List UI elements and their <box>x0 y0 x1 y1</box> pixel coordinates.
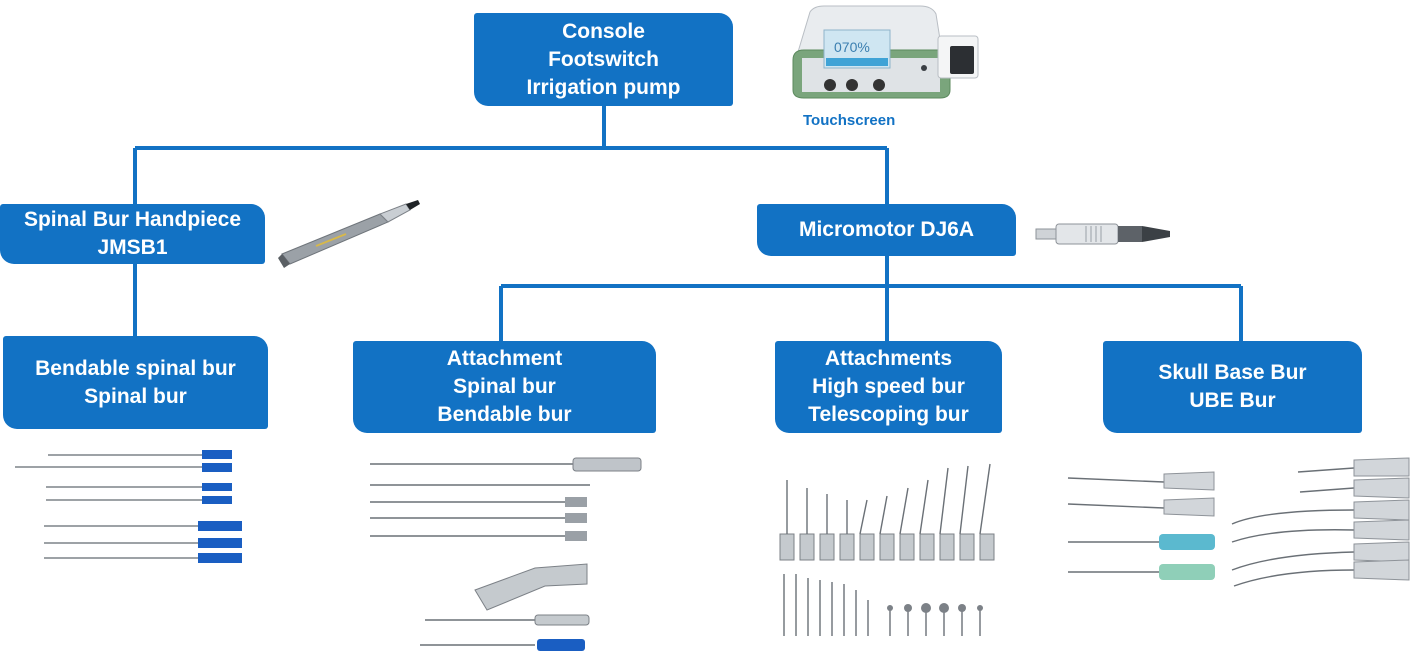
skull-base-bur-label: Skull Base Bur <box>1158 361 1307 384</box>
high-speed-bur-products-image <box>779 463 995 636</box>
skull-base-bur-products-image <box>1067 457 1410 587</box>
handpiece-image <box>278 200 420 268</box>
high-speed-bur-label: High speed bur <box>812 375 965 398</box>
irrigation-pump-label: Irrigation pump <box>526 75 681 99</box>
micromotor-label: Micromotor DJ6A <box>798 218 975 241</box>
micromotor-box: Micromotor DJ6A <box>757 204 1016 256</box>
handpiece-box: Spinal Bur Handpiece JMSB1 <box>0 204 265 264</box>
console-device-image: 070% <box>792 5 979 99</box>
attachment-products-image <box>370 457 642 651</box>
bendable-spinal-bur-label: Bendable spinal bur <box>35 356 236 380</box>
ube-bur-label: UBE Bur <box>1189 389 1276 412</box>
telescoping-bur-label: Telescoping bur <box>808 403 969 426</box>
attachment-spinal-bur-label: Spinal bur <box>453 375 556 398</box>
skull-base-box: Skull Base Bur UBE Bur <box>1103 341 1362 433</box>
spinal-burs-box: Bendable spinal bur Spinal bur <box>3 336 268 429</box>
attachment-box: Attachment Spinal bur Bendable bur <box>353 341 656 433</box>
spinal-bur-products-image <box>15 450 242 563</box>
micromotor-image <box>1035 223 1170 245</box>
attachment-bendable-bur-label: Bendable bur <box>437 403 572 426</box>
attachments-box: Attachments High speed bur Telescoping b… <box>775 341 1002 433</box>
handpiece-title: Spinal Bur Handpiece <box>23 208 242 231</box>
console-label: Console <box>562 19 645 43</box>
footswitch-label: Footswitch <box>548 47 659 71</box>
console-box: Console Footswitch Irrigation pump <box>474 13 733 106</box>
attachments-label: Attachments <box>824 347 953 370</box>
attachment-label: Attachment <box>446 347 563 370</box>
touchscreen-caption: Touchscreen <box>803 112 896 129</box>
handpiece-model: JMSB1 <box>97 236 168 259</box>
console-display-readout: 070% <box>834 39 870 55</box>
spinal-bur-label: Spinal bur <box>84 384 187 408</box>
